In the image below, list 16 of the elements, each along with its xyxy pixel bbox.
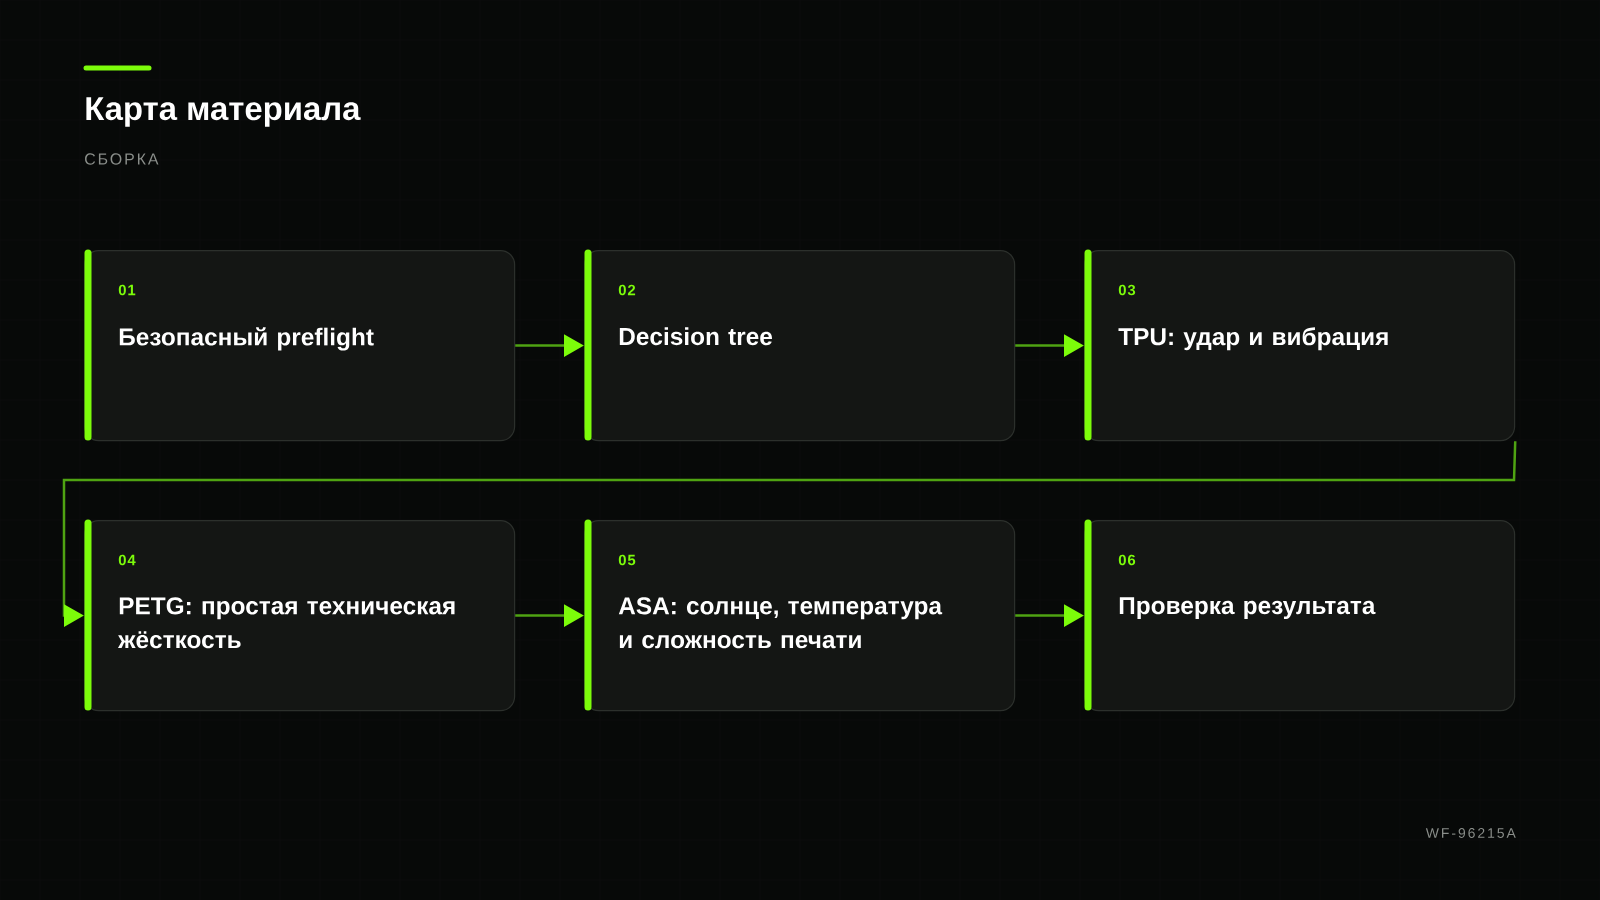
footer-code: WF-96215A [1425, 828, 1516, 838]
step-number: 03 [1118, 284, 1136, 296]
subtitle: СБОРКА [85, 153, 159, 165]
step-title: TPU: удар и вибрация [1118, 327, 1388, 351]
step-title: Проверка результата [1119, 597, 1376, 620]
step-title: PETG: простая техническая жёсткость [118, 597, 455, 649]
step-number: 05 [618, 554, 636, 566]
step-number: 06 [1118, 554, 1136, 566]
step-number: 01 [118, 284, 136, 296]
title: Карта материала [86, 97, 361, 127]
step-title: Decision tree [619, 327, 772, 346]
step-title: ASA: солнце, температура и сложность печати [618, 597, 943, 649]
step-number: 04 [118, 554, 136, 566]
step-title: Безопасный preflight [119, 327, 374, 351]
step-number: 02 [618, 284, 636, 296]
arrow [62, 441, 1517, 627]
